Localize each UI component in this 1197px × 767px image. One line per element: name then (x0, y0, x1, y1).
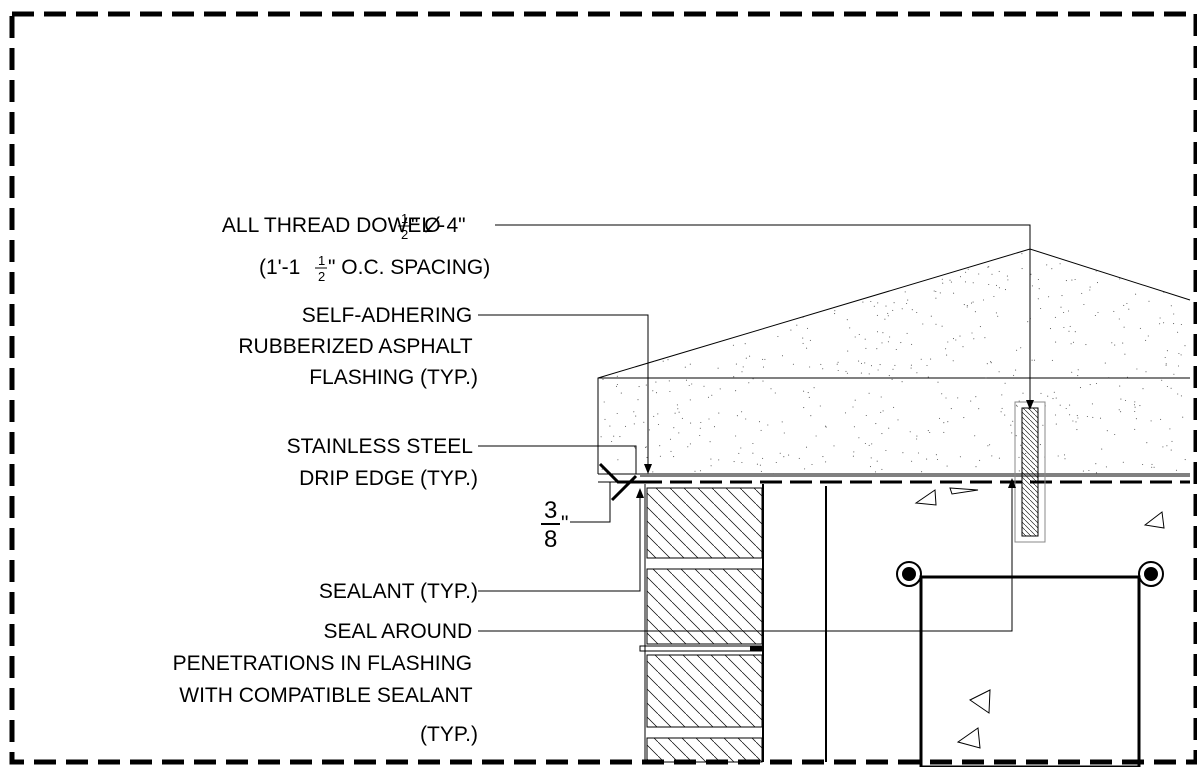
drip-edge-line-1: STAINLESS STEEL (287, 435, 473, 458)
drip-edge-line-2: DRIP EDGE (TYP.) (299, 467, 478, 490)
flashing-line-1: SELF-ADHERING (302, 304, 472, 327)
seal-line-3: WITH COMPATIBLE SEALANT (179, 684, 472, 707)
concrete-cap (597, 248, 1191, 475)
dowel-line1-suffix: " Ø 4" (411, 214, 466, 237)
callout-flashing: SELF-ADHERING RUBBERIZED ASPHALT FLASHIN… (238, 304, 478, 389)
seal-line-4: (TYP.) (420, 723, 478, 746)
dimension-unit: " (561, 512, 568, 535)
seal-line-2: PENETRATIONS IN FLASHING (173, 652, 473, 675)
callout-seal-penetrations: SEAL AROUND PENETRATIONS IN FLASHING WIT… (173, 620, 478, 746)
concrete-wall (825, 486, 1165, 767)
concrete-stipple (599, 249, 1188, 474)
flashing-line-3: FLASHING (TYP.) (309, 366, 478, 389)
dowel-line1-prefix: ALL THREAD DOWEL - (222, 214, 451, 237)
dashed-border-frame (9, 11, 1197, 765)
dowel-line2-frac-den: 2 (318, 269, 325, 284)
dowel-line2-prefix: (1'-1 (259, 256, 306, 279)
flashing-line (640, 475, 1190, 484)
dimension-den: 8 (544, 526, 557, 553)
dowel-line2-frac-num: 1 (318, 253, 325, 268)
callout-dowel: ALL THREAD DOWEL - (222, 214, 451, 237)
dowel-frac-den: 2 (401, 227, 408, 242)
dowel-frac-num: 1 (401, 211, 408, 226)
flashing-line-2: RUBBERIZED ASPHALT (238, 335, 472, 358)
masonry-wall (639, 484, 764, 763)
sealant-line-1: SEALANT (TYP.) (319, 580, 478, 603)
dimension-num: 3 (544, 497, 557, 524)
leader-lines (478, 224, 1034, 632)
callout-sealant: SEALANT (TYP.) (319, 580, 478, 603)
dimension-three-eighths (570, 473, 640, 523)
callout-drip-edge: STAINLESS STEEL DRIP EDGE (TYP.) (287, 435, 478, 490)
seal-line-1: SEAL AROUND (324, 620, 473, 643)
dowel-line2-suffix: " O.C. SPACING) (328, 256, 490, 279)
all-thread-dowel (1014, 401, 1046, 543)
